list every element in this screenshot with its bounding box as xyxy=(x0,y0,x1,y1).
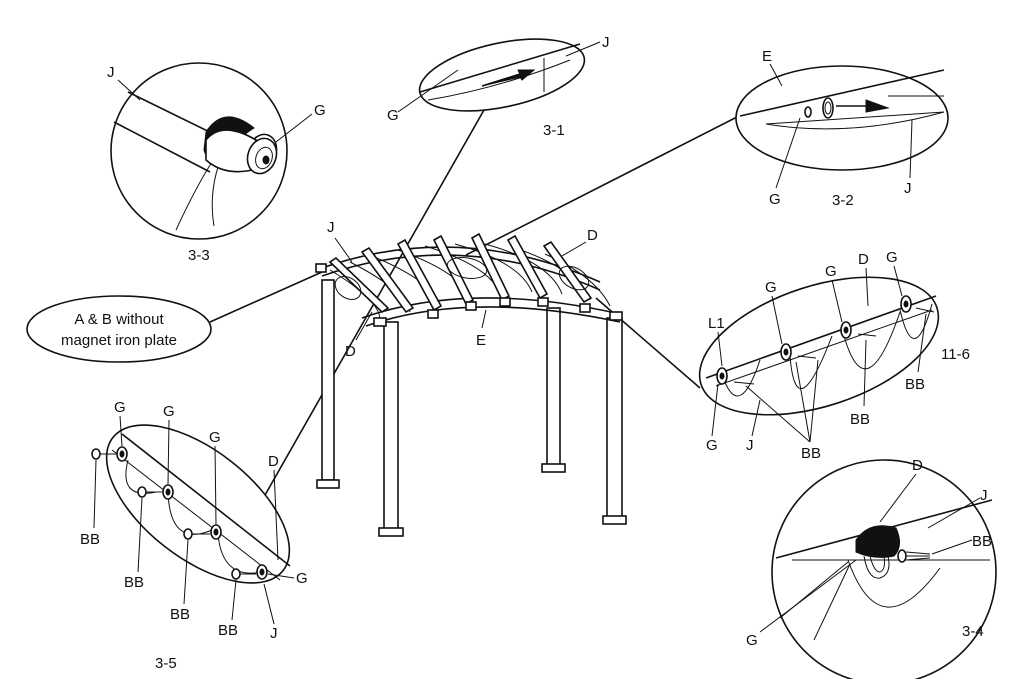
label-g-3-5-b: G xyxy=(163,403,175,420)
label-g-3-1: G xyxy=(387,107,399,124)
label-j-3-4: J xyxy=(980,487,988,504)
label-bb-3-5-d: BB xyxy=(218,622,238,639)
label-j-3-2: J xyxy=(904,180,912,197)
label-j-11-6: J xyxy=(746,437,754,454)
label-g-3-5-a: G xyxy=(114,399,126,416)
detail-3-1 xyxy=(418,38,586,112)
caption-3-4: 3-4 xyxy=(962,623,984,640)
detail-11-6 xyxy=(698,276,940,416)
label-bb-3-5-a: BB xyxy=(80,531,100,548)
label-g-3-2: G xyxy=(769,191,781,208)
caption-11-6: 11-6 xyxy=(941,346,970,363)
label-bb-11-6-b: BB xyxy=(850,411,870,428)
detail-3-5 xyxy=(91,424,291,584)
label-g-11-6-b: G xyxy=(825,263,837,280)
label-d-structure-left: D xyxy=(345,343,356,360)
label-g-11-6-a: G xyxy=(765,279,777,296)
leader-lines xyxy=(209,109,738,533)
label-j-structure: J xyxy=(327,219,335,236)
label-g-11-6-c: G xyxy=(886,249,898,266)
note-ellipse xyxy=(26,295,212,363)
label-l1-11-6: L1 xyxy=(708,315,725,332)
label-g-3-3: G xyxy=(314,102,326,119)
label-bb-3-5-b: BB xyxy=(124,574,144,591)
caption-3-1: 3-1 xyxy=(543,122,565,139)
label-bb-11-6-a: BB xyxy=(801,445,821,462)
note-line-1: A & B without xyxy=(74,311,164,328)
detail-3-2 xyxy=(735,65,949,171)
label-j-3-1: J xyxy=(602,34,610,51)
label-e-3-2: E xyxy=(762,48,772,65)
caption-3-3: 3-3 xyxy=(188,247,210,264)
pergola-structure xyxy=(315,232,627,537)
label-d-structure-right: D xyxy=(587,227,598,244)
detail-3-4 xyxy=(771,459,997,679)
label-g-3-5-d: G xyxy=(296,570,308,587)
label-bb-11-6-c: BB xyxy=(905,376,925,393)
label-d-11-6: D xyxy=(858,251,869,268)
label-j-3-3: J xyxy=(107,64,115,81)
label-g-3-5-c: G xyxy=(209,429,221,446)
label-bb-3-4: BB xyxy=(972,533,992,550)
label-g-3-4: G xyxy=(746,632,758,649)
note-line-2: magnet iron plate xyxy=(61,332,177,349)
label-bb-3-5-c: BB xyxy=(170,606,190,623)
caption-3-5: 3-5 xyxy=(155,655,177,672)
caption-3-2: 3-2 xyxy=(832,192,854,209)
label-d-3-5: D xyxy=(268,453,279,470)
label-j-3-5: J xyxy=(270,625,278,642)
detail-3-3 xyxy=(110,62,288,240)
label-d-3-4: D xyxy=(912,457,923,474)
label-e-structure: E xyxy=(476,332,486,349)
label-g-11-6-d: G xyxy=(706,437,718,454)
